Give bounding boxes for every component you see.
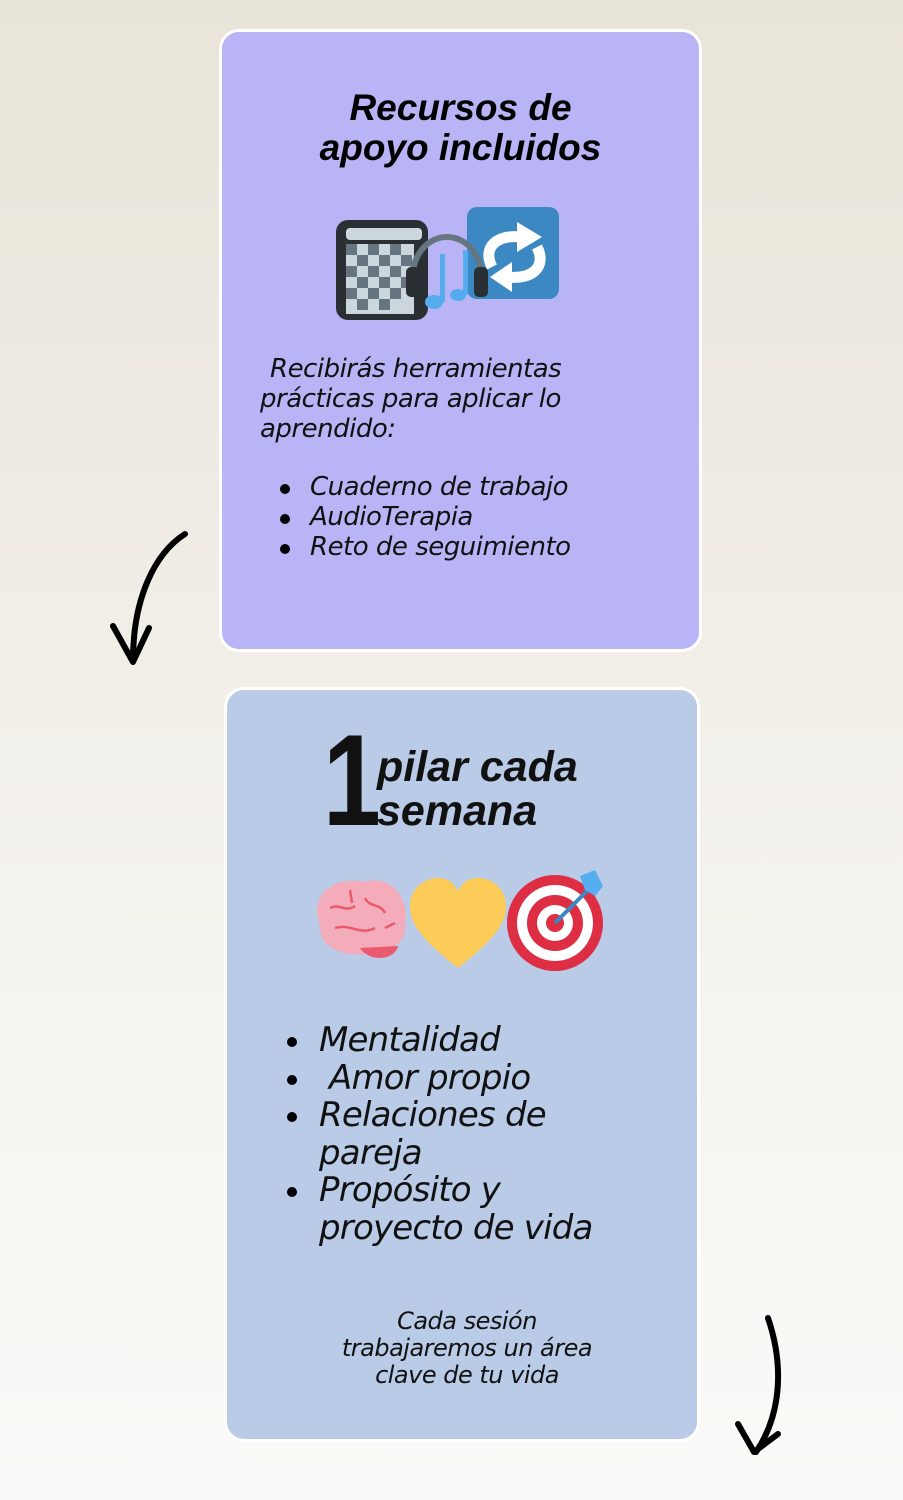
headphones-music-icon <box>406 234 488 309</box>
curved-arrow-down-icon <box>110 531 188 665</box>
list-item: Mentalidad <box>287 1021 659 1060</box>
pillar-number: 1 <box>323 707 381 853</box>
resources-icons <box>336 207 559 320</box>
list-item: Cuaderno de trabajo <box>280 472 571 502</box>
repeat-icon <box>467 207 559 299</box>
curved-arrow-down-icon <box>735 1315 782 1455</box>
brain-icon <box>317 880 406 958</box>
pillars-icons <box>317 870 603 971</box>
list-item: Reto de seguimiento <box>280 532 571 562</box>
yellow-heart-icon <box>410 878 506 968</box>
resources-list: Cuaderno de trabajo AudioTerapia Reto de… <box>280 472 571 562</box>
list-item: AudioTerapia <box>280 502 571 532</box>
target-icon <box>507 870 603 971</box>
list-item: Amor propio <box>287 1059 659 1098</box>
